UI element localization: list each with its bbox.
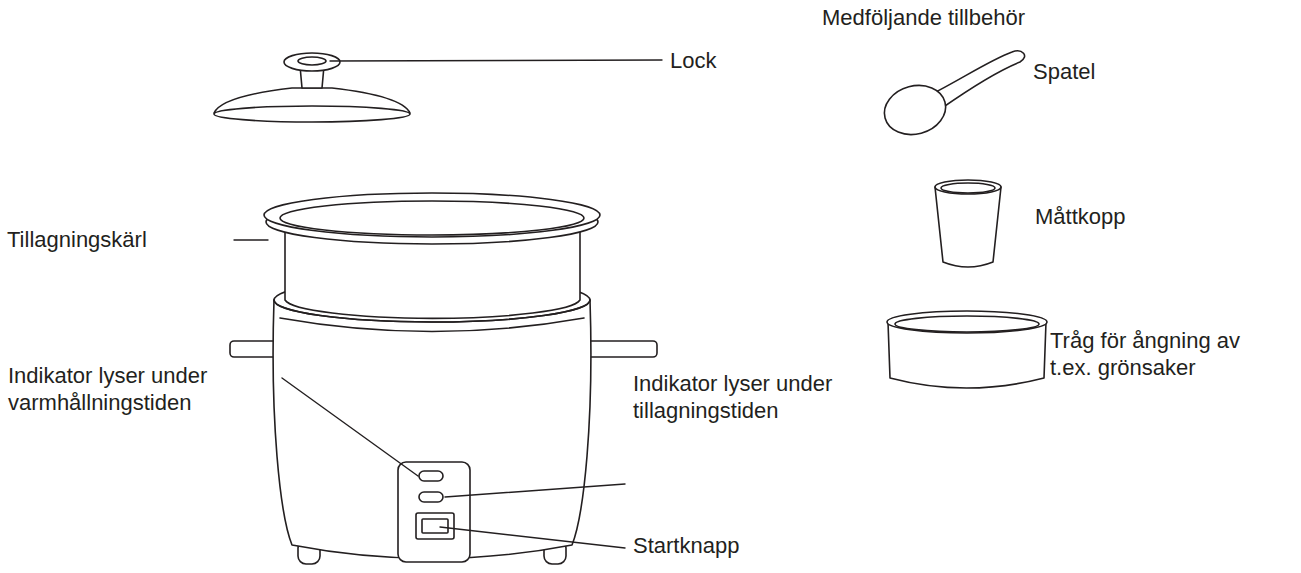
heading-label: Medföljande tillbehör: [822, 4, 1082, 31]
part-label: Indikator lyser under varmhållningstiden: [8, 362, 240, 416]
bowl-opening: [280, 201, 584, 235]
accessory-label: Spatel: [1033, 58, 1153, 85]
indicator-cook: [419, 492, 443, 502]
start-button: [416, 513, 454, 539]
base-rim-front: [274, 300, 590, 322]
measuring-cup-rim: [935, 180, 1001, 194]
measuring-cup: [935, 187, 1001, 267]
part-label: Lock: [670, 47, 790, 74]
leader-line: [445, 484, 625, 497]
part-label: Indikator lyser under tillagningstiden: [633, 370, 893, 424]
accessory-label: Måttkopp: [1035, 203, 1185, 230]
spatula-head: [879, 79, 951, 141]
leader-line: [330, 60, 662, 61]
steam-tray-rim: [887, 311, 1047, 333]
control-panel: [398, 462, 470, 562]
lid-knob-top: [298, 57, 326, 65]
steam-tray-inner: [895, 316, 1039, 332]
leader-line: [234, 239, 268, 240]
part-label: Tillagningskärl: [7, 226, 237, 253]
measuring-cup-inner: [941, 183, 995, 193]
leader-line: [440, 527, 625, 548]
accessory-label: Tråg för ångning av t.ex. grönsaker: [1050, 327, 1265, 381]
part-label: Startknapp: [633, 532, 833, 559]
lid-knob: [284, 53, 340, 71]
leader-line: [282, 378, 418, 476]
base-body: [273, 300, 591, 559]
bowl-rim: [264, 193, 600, 237]
start-button-inner: [422, 519, 448, 533]
base-rim-line: [280, 318, 584, 332]
lid-rim: [214, 106, 410, 122]
handle: [585, 341, 657, 357]
indicator-warm: [419, 471, 443, 481]
